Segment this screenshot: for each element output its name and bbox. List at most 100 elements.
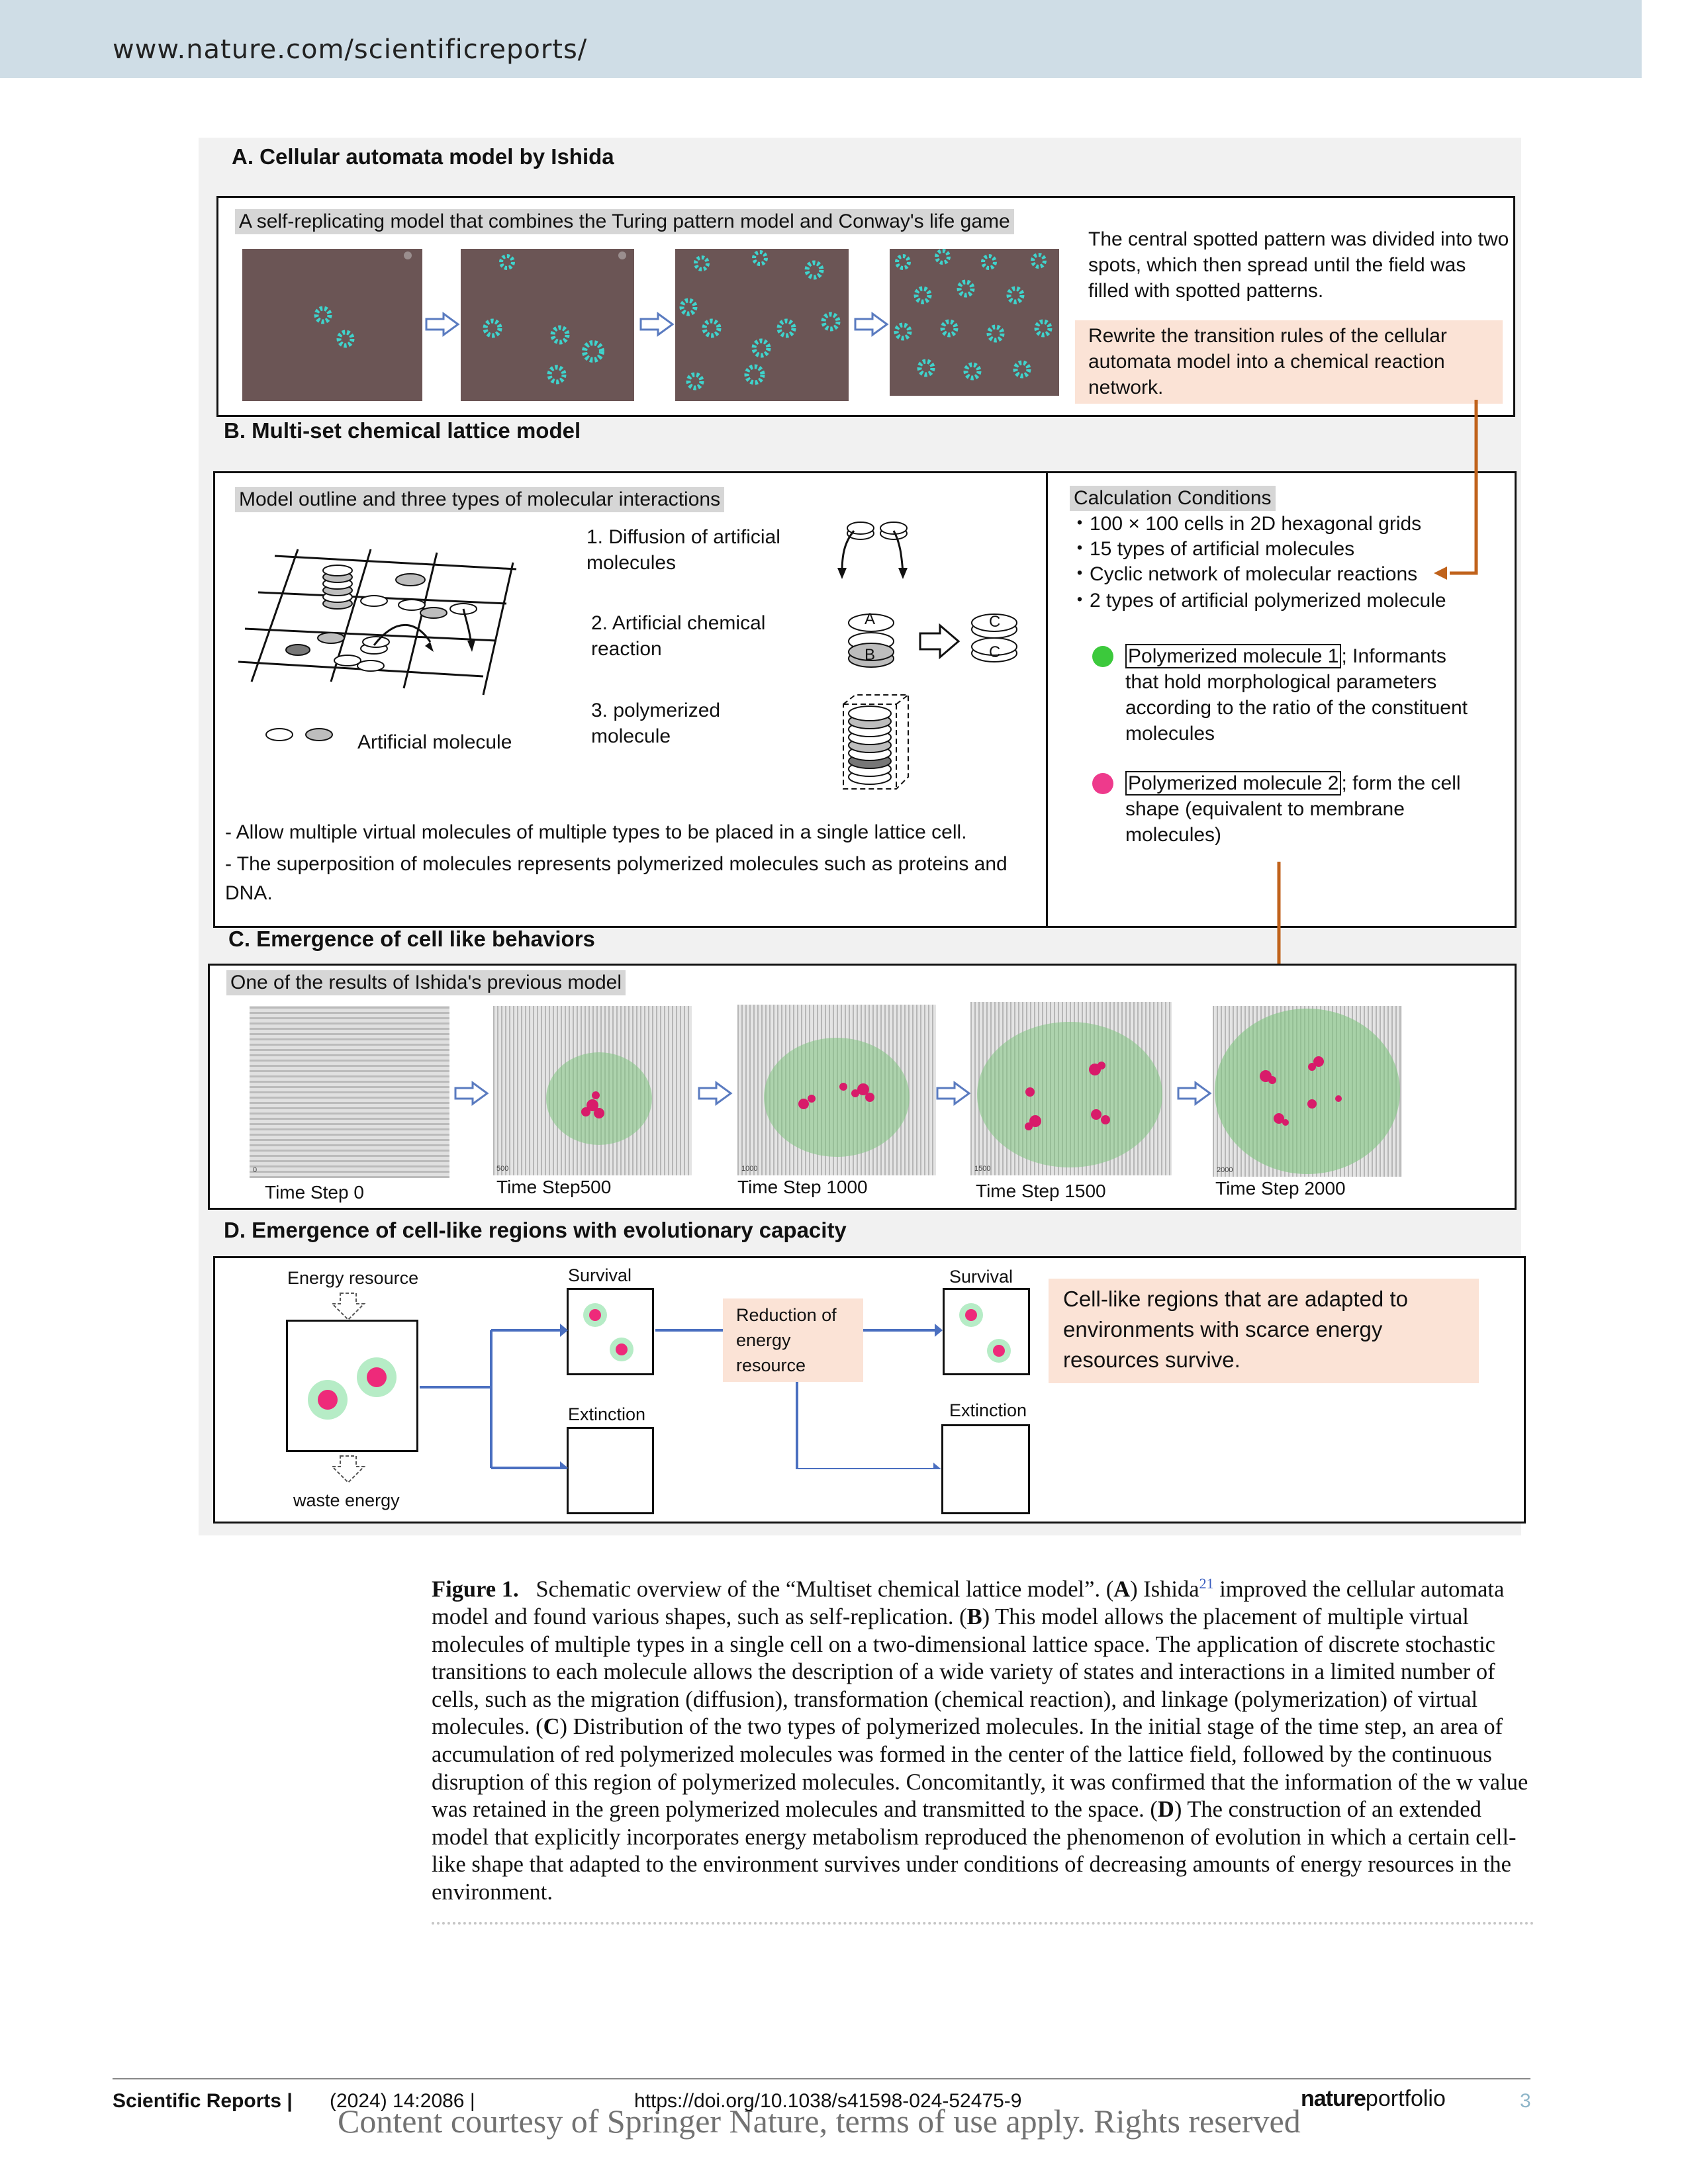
step-500-number: 500 (496, 1165, 509, 1173)
flow-arrows (420, 1324, 943, 1469)
condition-3: ・Cyclic network of molecular reactions (1070, 563, 1418, 585)
section-a-note-bg (1075, 320, 1503, 404)
source-region-box (286, 1320, 418, 1452)
ca-pattern-4 (894, 249, 1053, 381)
step-1500-number: 1500 (974, 1165, 991, 1173)
caption-text-3: improved the cellular automata model and… (432, 1576, 1505, 1630)
down-arrow-icon (330, 1293, 366, 1321)
calc-conditions-label: Calculation Conditions (1070, 486, 1276, 511)
artificial-molecule-icon (265, 728, 333, 741)
artificial-molecule-label: Artificial molecule (357, 731, 512, 753)
caption-text-6: ) The construction of an extended model … (432, 1797, 1517, 1905)
survival-box-1 (567, 1288, 654, 1375)
condition-2: ・15 types of artificial molecules (1070, 538, 1355, 560)
section-b-divider (1046, 471, 1048, 928)
arrow-head-icon (1434, 567, 1447, 580)
reaction-label: 2. Artificial chemical reaction (591, 612, 766, 660)
ca-snapshot-4 (890, 249, 1059, 396)
caption-panel-d: D (1157, 1797, 1174, 1823)
condition-4: ・2 types of artificial polymerized molec… (1070, 590, 1446, 612)
molecule-b-label: B (865, 646, 876, 664)
lattice-diagram (238, 549, 517, 696)
step-1000-number: 1000 (741, 1165, 758, 1173)
header-bar (0, 0, 1642, 78)
step-1000-label: Time Step 1000 (737, 1177, 868, 1197)
poly1-text: Polymerized molecule 1; Informants that … (1125, 643, 1470, 747)
extinction-label-1: Extinction (568, 1404, 646, 1424)
section-a-title: A. Cellular automata model by Ishida (232, 144, 614, 169)
caption-panel-b: B (966, 1604, 982, 1630)
waste-energy-label: waste energy (293, 1490, 400, 1510)
poly1-name: Polymerized molecule 1 (1125, 644, 1342, 668)
footer-doi-link[interactable]: https://doi.org/10.1038/s41598-024-52475… (634, 2090, 1022, 2112)
ca-snapshot-3 (675, 249, 849, 401)
lattice-step-2000 (1213, 1006, 1402, 1177)
footer-journal: Scientific Reports | (113, 2090, 293, 2112)
reduction-note-bg (723, 1298, 863, 1382)
cell-pattern-2000 (1215, 1009, 1400, 1174)
reduction-label: Reduction of energy resource (736, 1305, 837, 1375)
molecule-c2-label: C (989, 643, 1001, 661)
arrow-right-icon (639, 312, 675, 337)
header-url[interactable]: www.nature.com/scientificreports/ (113, 34, 588, 65)
lattice-step-1500 (970, 1002, 1172, 1175)
molecule-a-label: A (865, 610, 876, 628)
poly2-desc: ; form the cell shape (equivalent to mem… (1125, 772, 1461, 846)
caption-text-5: ) Distribution of the two types of polym… (432, 1714, 1528, 1823)
poly1-desc: ; Informants that hold morphological par… (1125, 645, 1468, 745)
section-d-title: D. Emergence of cell-like regions with e… (224, 1218, 847, 1242)
polymer-stack-icon (843, 694, 909, 790)
arrow-right-icon (854, 312, 889, 337)
ca-snapshot-2 (461, 249, 634, 401)
section-b-title: B. Multi-set chemical lattice model (224, 418, 581, 443)
arrow-right-icon (454, 1081, 489, 1106)
poly1-dot-icon (1092, 646, 1113, 667)
section-a-description: The central spotted pattern was divided … (1088, 228, 1509, 302)
lattice-step-0 (250, 1006, 449, 1178)
watermark: Content courtesy of Springer Nature, ter… (338, 2103, 1301, 2140)
step-2000-label: Time Step 2000 (1215, 1178, 1346, 1199)
section-c-title: C. Emergence of cell like behaviors (228, 927, 595, 951)
cell-pattern-1000 (764, 1038, 910, 1157)
section-b-bullet-1: - Allow multiple virtual molecules of mu… (225, 821, 967, 843)
survival-cells-2 (959, 1303, 1011, 1363)
footer-rule (113, 2078, 1530, 2079)
cell-pattern-500 (546, 1052, 652, 1145)
caption-divider (432, 1922, 1534, 1925)
step-0-number: 0 (253, 1166, 258, 1174)
molecule-c1-label: C (989, 613, 1001, 631)
arrow-right-icon (698, 1081, 733, 1106)
step-0-label: Time Step 0 (265, 1182, 364, 1203)
cell-regions (308, 1357, 397, 1420)
arrow-right-icon (936, 1081, 971, 1106)
brand-bold: nature (1301, 2086, 1366, 2111)
caption-panel-c: C (543, 1714, 560, 1740)
survival-cells-1 (583, 1303, 633, 1361)
caption-text-2: ) Ishida (1130, 1576, 1199, 1602)
section-d-note-bg (1049, 1279, 1479, 1383)
footer-volume: (2024) 14:2086 | (330, 2090, 475, 2112)
energy-resource-label: Energy resource (287, 1268, 419, 1288)
brand-light: portfolio (1365, 2086, 1446, 2111)
figure-caption: Figure 1. Schematic overview of the “Mul… (432, 1570, 1530, 1907)
caption-text-1: Schematic overview of the “Multiset chem… (536, 1576, 1114, 1602)
caption-text-4: ) This model allows the placement of mul… (432, 1604, 1495, 1740)
ca-pattern-3 (679, 250, 841, 390)
section-a-label: A self-replicating model that combines t… (235, 209, 1014, 234)
lattice-step-1000 (737, 1005, 936, 1175)
step-1500-label: Time Step 1500 (976, 1181, 1106, 1201)
section-b-box (213, 471, 1517, 928)
arrow-right-icon (1177, 1081, 1212, 1106)
ca-snapshot-1 (242, 249, 422, 401)
section-d-note: Cell-like regions that are adapted to en… (1063, 1287, 1408, 1372)
extinction-box-1 (567, 1427, 654, 1514)
caption-ref-link[interactable]: 21 (1199, 1575, 1214, 1592)
nature-portfolio-logo: natureportfolio (1301, 2086, 1446, 2112)
polymerized-label: 3. polymerized molecule (591, 700, 721, 747)
reaction-icon (848, 614, 1017, 668)
down-arrow-icon (330, 1455, 366, 1484)
lattice-step-500 (493, 1006, 692, 1175)
diffusion-icon (837, 522, 908, 579)
cell-pattern-1500 (977, 1022, 1162, 1167)
poly2-dot-icon (1092, 773, 1113, 794)
